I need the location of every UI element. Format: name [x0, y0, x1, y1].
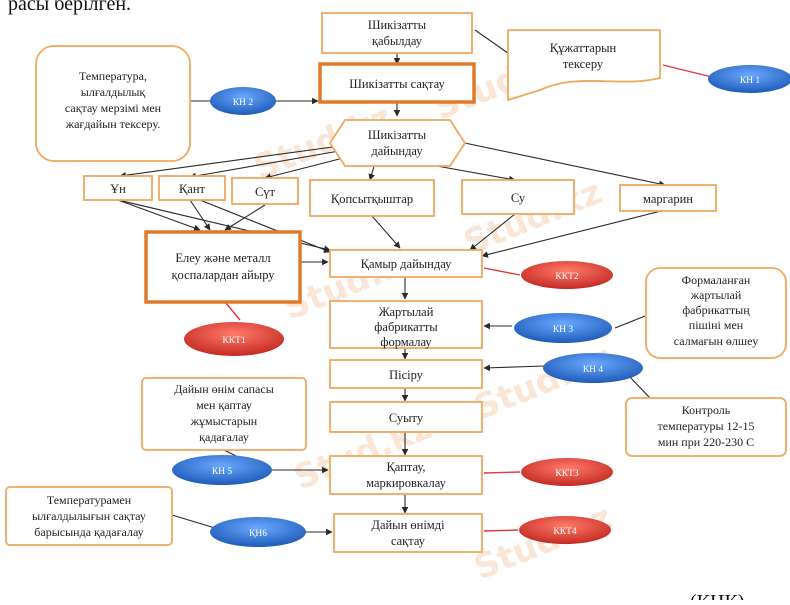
- node-flour[interactable]: Ұн: [83, 175, 153, 201]
- node-store[interactable]: Шикізатты сақтау: [318, 62, 476, 104]
- node-receive-line: қабылдау: [372, 34, 423, 48]
- node-shaping-line: Жартылай: [379, 305, 434, 319]
- node-baking-note-line: температуры 12-15: [657, 419, 754, 433]
- node-baking-note-line: мин при 220-230 С: [658, 435, 754, 449]
- node-receive-line: Шикізатты: [368, 18, 427, 32]
- node-final-store[interactable]: Дайын өнімді сақтау: [333, 513, 483, 553]
- node-leavening[interactable]: Қопсытқыштар: [309, 179, 435, 217]
- marker-kkt4[interactable]: ККТ4: [519, 516, 611, 544]
- marker-kkt2[interactable]: ККТ2: [521, 261, 613, 289]
- marker-kn2-label: КН 2: [233, 98, 254, 108]
- node-prepare[interactable]: Шикізатты дайындау: [328, 119, 467, 167]
- marker-kn1[interactable]: КН 1: [708, 65, 790, 93]
- marker-kn2[interactable]: КН 2: [210, 87, 276, 115]
- top-text: расы берілген.: [8, 0, 131, 15]
- node-storage-note-line: Температура,: [79, 69, 147, 83]
- node-final-store-line: сақтау: [391, 534, 426, 548]
- marker-kn6[interactable]: ҚН6: [210, 517, 306, 547]
- marker-kn6-label: ҚН6: [249, 529, 267, 539]
- node-packing-line: Қаптау,: [386, 460, 425, 474]
- node-quality-note-line: жұмыстарын: [190, 414, 258, 428]
- node-final-note-line: ылғалдылығын сақтау: [32, 509, 146, 523]
- node-margarine[interactable]: маргарин: [619, 184, 717, 212]
- node-shaping-note-line: жартылай: [690, 288, 742, 302]
- node-storage-note-line: ылғалдылық: [81, 85, 146, 99]
- node-shaping-note-line: пішіні мен: [689, 318, 744, 332]
- node-dough-line: Қамыр дайындау: [361, 257, 453, 271]
- marker-kkt1-label: ККТ1: [222, 336, 245, 346]
- node-shaping-line: формалау: [380, 335, 432, 349]
- marker-kkt3[interactable]: ККТ3: [521, 458, 613, 486]
- node-prepare-line: дайындау: [371, 144, 423, 158]
- node-sieve[interactable]: Елеу және металл қоспалардан айыру: [144, 230, 302, 304]
- node-store-line: Шикізатты сақтау: [349, 77, 445, 91]
- marker-kn3-label: КН 3: [553, 325, 574, 335]
- node-prepare-line: Шикізатты: [368, 128, 427, 142]
- node-final-note[interactable]: Температурамен ылғалдылығын сақтау барыс…: [5, 486, 173, 546]
- node-margarine-label: маргарин: [643, 192, 693, 206]
- node-cooling-line: Суыту: [389, 411, 424, 425]
- node-quality-note[interactable]: Дайын өнім сапасы мен қаптау жұмыстарын …: [141, 377, 307, 451]
- node-sieve-line: қоспалардан айыру: [171, 268, 275, 282]
- node-sugar[interactable]: Қант: [158, 175, 226, 201]
- node-check-docs[interactable]: Құжаттарын тексеру: [507, 29, 661, 102]
- node-water-label: Су: [511, 191, 526, 205]
- node-cooling[interactable]: Суыту: [329, 401, 483, 433]
- node-baking[interactable]: Пісіру: [329, 359, 483, 389]
- node-shaping[interactable]: Жартылай фабрикатты формалау: [329, 300, 483, 349]
- node-packing[interactable]: Қаптау, маркировкалау: [329, 455, 483, 495]
- node-shaping-note[interactable]: Формаланған жартылай фабрикаттың пішіні …: [645, 267, 787, 359]
- node-storage-note-line: сақтау мерзімі мен: [65, 101, 162, 115]
- node-leavening-label: Қопсытқыштар: [331, 192, 413, 206]
- marker-kkt4-label: ККТ4: [553, 527, 576, 537]
- node-final-note-line: барысында қадағалау: [34, 525, 143, 539]
- node-dough[interactable]: Қамыр дайындау: [329, 249, 483, 278]
- node-shaping-note-line: Формаланған: [682, 273, 751, 287]
- marker-kn5-label: КН 5: [212, 467, 233, 477]
- node-check-docs-line: тексеру: [563, 57, 604, 71]
- node-packing-line: маркировкалау: [366, 476, 446, 490]
- node-storage-note-line: жағдайын тексеру.: [65, 117, 160, 131]
- marker-kkt3-label: ККТ3: [555, 469, 578, 479]
- marker-kkt1[interactable]: ККТ1: [184, 322, 284, 356]
- node-flour-label: Ұн: [110, 182, 126, 196]
- marker-kn4-label: КН 4: [583, 365, 604, 375]
- node-baking-line: Пісіру: [389, 368, 424, 382]
- bottom-text: (ҚНҚ): [690, 591, 744, 600]
- node-check-docs-line: Құжаттарын: [550, 41, 617, 55]
- node-receive[interactable]: Шикізатты қабылдау: [321, 12, 473, 54]
- node-quality-note-line: Дайын өнім сапасы: [174, 382, 274, 396]
- node-shaping-note-line: фабрикаттың: [682, 303, 750, 317]
- node-storage-note[interactable]: Температура, ылғалдылық сақтау мерзімі м…: [35, 45, 191, 162]
- node-water[interactable]: Су: [461, 179, 575, 215]
- node-sugar-label: Қант: [179, 182, 206, 196]
- node-final-store-line: Дайын өнімді: [371, 518, 445, 532]
- watermark-text: Stud.kz: [468, 497, 617, 588]
- node-sieve-line: Елеу және металл: [175, 251, 270, 265]
- marker-kn1-label: КН 1: [740, 76, 761, 86]
- node-shaping-line: фабрикатты: [374, 320, 438, 334]
- node-milk[interactable]: Сүт: [231, 177, 299, 205]
- node-quality-note-line: қадағалау: [199, 430, 249, 444]
- node-final-note-line: Температурамен: [47, 493, 132, 507]
- node-shaping-note-line: салмағын өлшеу: [674, 334, 758, 348]
- node-milk-label: Сүт: [255, 185, 276, 199]
- marker-kkt2-label: ККТ2: [555, 272, 578, 282]
- node-quality-note-line: мен қаптау: [196, 398, 252, 412]
- node-baking-note-line: Контроль: [682, 403, 731, 417]
- marker-kn5[interactable]: КН 5: [172, 455, 272, 485]
- node-baking-note[interactable]: Контроль температуры 12-15 мин при 220-2…: [625, 397, 787, 457]
- marker-kn3[interactable]: КН 3: [514, 313, 612, 343]
- marker-kn4[interactable]: КН 4: [543, 353, 643, 383]
